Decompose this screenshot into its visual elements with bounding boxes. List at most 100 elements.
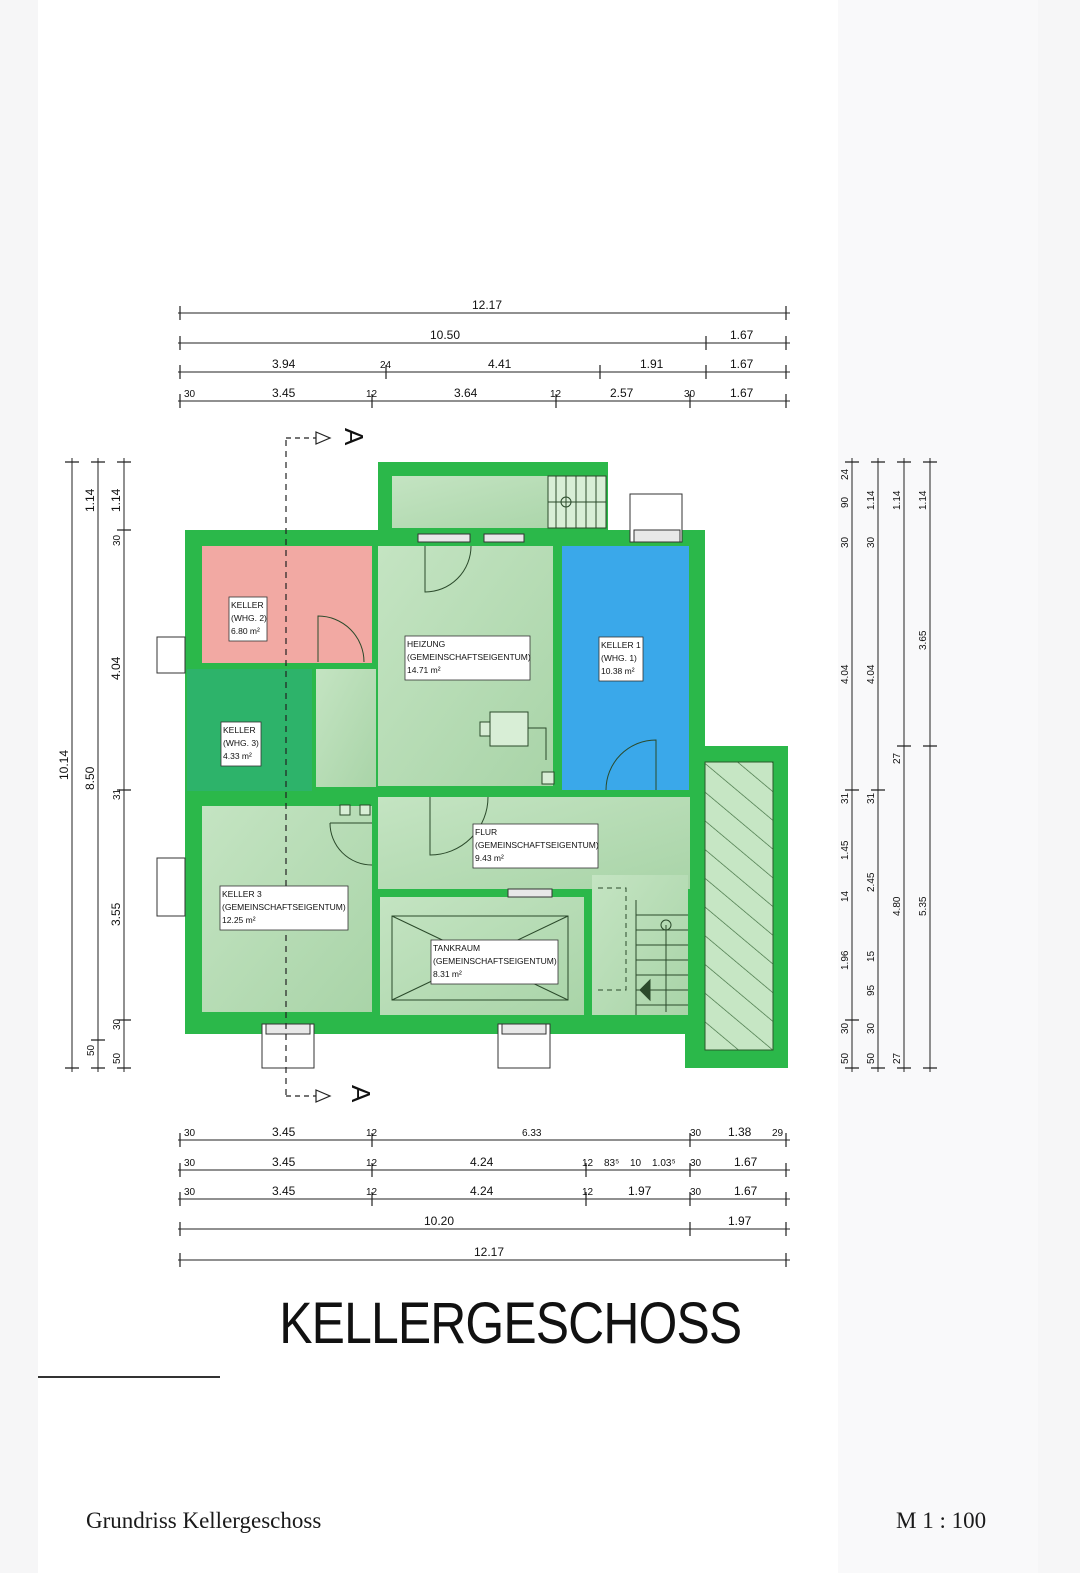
scale-label: M 1 : 100: [896, 1508, 987, 1533]
svg-text:KELLER: KELLER: [223, 725, 256, 735]
svg-text:4.24: 4.24: [470, 1155, 494, 1169]
svg-text:31: 31: [840, 792, 851, 804]
svg-text:1.97: 1.97: [628, 1184, 652, 1198]
svg-text:4.24: 4.24: [470, 1184, 494, 1198]
svg-text:30: 30: [690, 1158, 702, 1169]
svg-text:1.38: 1.38: [728, 1125, 752, 1139]
svg-text:6.33: 6.33: [522, 1128, 542, 1139]
svg-text:4.33 m²: 4.33 m²: [223, 751, 252, 761]
svg-text:10: 10: [630, 1158, 642, 1169]
svg-text:29: 29: [772, 1128, 784, 1139]
label-tankraum: TANKRAUM (GEMEINSCHAFTSEIGENTUM) 8.31 m²: [430, 939, 559, 985]
svg-text:1.67: 1.67: [730, 357, 754, 371]
svg-text:KELLER: KELLER: [231, 600, 264, 610]
svg-text:HEIZUNG: HEIZUNG: [407, 639, 445, 649]
svg-text:9.43 m²: 9.43 m²: [475, 853, 504, 863]
svg-text:10.38 m²: 10.38 m²: [601, 666, 635, 676]
svg-text:(GEMEINSCHAFTSEIGENTUM): (GEMEINSCHAFTSEIGENTUM): [407, 652, 531, 662]
svg-text:2.45: 2.45: [866, 872, 877, 892]
svg-text:TANKRAUM: TANKRAUM: [433, 943, 480, 953]
svg-text:3.45: 3.45: [272, 1155, 296, 1169]
svg-text:50: 50: [866, 1052, 877, 1064]
svg-text:30: 30: [184, 1158, 196, 1169]
svg-text:1.14: 1.14: [866, 490, 877, 510]
svg-text:1.67: 1.67: [734, 1155, 758, 1169]
svg-text:1.67: 1.67: [730, 328, 754, 342]
svg-text:24: 24: [380, 360, 392, 371]
label-keller-whg2: KELLER (WHG. 2) 6.80 m²: [228, 596, 268, 642]
svg-text:KELLER 3: KELLER 3: [222, 889, 262, 899]
svg-text:1.96: 1.96: [840, 950, 851, 970]
svg-text:3.45: 3.45: [272, 386, 296, 400]
svg-text:4.04: 4.04: [109, 656, 123, 680]
room-keller-whg2: [202, 546, 372, 663]
svg-text:1.67: 1.67: [734, 1184, 758, 1198]
svg-text:1.03⁵: 1.03⁵: [652, 1158, 676, 1169]
svg-text:30: 30: [690, 1187, 702, 1198]
label-heizung: HEIZUNG (GEMEINSCHAFTSEIGENTUM) 14.71 m²: [404, 635, 531, 681]
label-keller1: KELLER 1 (WHG. 1) 10.38 m²: [598, 636, 644, 682]
svg-text:1.14: 1.14: [918, 490, 929, 510]
svg-text:FLUR: FLUR: [475, 827, 497, 837]
room-labels: KELLER (WHG. 2) 6.80 m² HEIZUNG (GEMEINS…: [219, 596, 644, 985]
dimension-ticks: [65, 306, 937, 1267]
windows: [156, 493, 683, 1069]
svg-text:83⁵: 83⁵: [604, 1158, 619, 1169]
label-keller3: KELLER 3 (GEMEINSCHAFTSEIGENTUM) 12.25 m…: [219, 885, 349, 931]
svg-text:1.45: 1.45: [840, 840, 851, 860]
svg-text:3.65: 3.65: [918, 630, 929, 650]
svg-text:(GEMEINSCHAFTSEIGENTUM): (GEMEINSCHAFTSEIGENTUM): [475, 840, 599, 850]
svg-text:3.94: 3.94: [272, 357, 296, 371]
svg-text:30: 30: [866, 536, 877, 548]
svg-text:3.45: 3.45: [272, 1125, 296, 1139]
svg-text:12: 12: [366, 1187, 378, 1198]
svg-text:4.41: 4.41: [488, 357, 512, 371]
svg-text:2.57: 2.57: [610, 386, 634, 400]
room-hall-left: [316, 669, 376, 787]
svg-text:12: 12: [366, 389, 378, 400]
svg-text:31: 31: [866, 792, 877, 804]
svg-text:(WHG. 3): (WHG. 3): [223, 738, 259, 748]
light-shaft-hatched: [704, 761, 774, 1051]
svg-text:KELLER 1: KELLER 1: [601, 640, 641, 650]
footer-rule: [38, 1376, 220, 1378]
svg-text:4.04: 4.04: [866, 664, 877, 684]
svg-text:1.97: 1.97: [728, 1214, 752, 1228]
svg-text:50: 50: [112, 1052, 123, 1064]
svg-text:12: 12: [366, 1128, 378, 1139]
svg-text:30: 30: [112, 534, 123, 546]
svg-text:5.35: 5.35: [918, 896, 929, 916]
svg-text:3.64: 3.64: [454, 386, 478, 400]
svg-text:12.25 m²: 12.25 m²: [222, 915, 256, 925]
svg-text:1.91: 1.91: [640, 357, 664, 371]
svg-text:3.55: 3.55: [109, 902, 123, 926]
dimension-texts-right: 24 90 30 4.04 31 1.45 14 1.96 30 50 1.14…: [840, 468, 929, 1064]
svg-text:30: 30: [112, 1018, 123, 1030]
plan-details: [317, 475, 688, 1015]
svg-text:8.50: 8.50: [83, 766, 97, 790]
svg-text:12: 12: [366, 1158, 378, 1169]
svg-text:4.04: 4.04: [840, 664, 851, 684]
svg-text:(WHG. 2): (WHG. 2): [231, 613, 267, 623]
svg-text:(WHG. 1): (WHG. 1): [601, 653, 637, 663]
svg-text:90: 90: [840, 496, 851, 508]
svg-text:10.50: 10.50: [430, 328, 460, 342]
svg-text:30: 30: [184, 1128, 196, 1139]
section-label-bottom: A: [346, 1085, 376, 1103]
svg-text:30: 30: [840, 1022, 851, 1034]
section-line-a: [285, 431, 332, 1103]
svg-text:1.14: 1.14: [83, 488, 97, 512]
svg-text:30: 30: [184, 389, 196, 400]
svg-text:27: 27: [892, 752, 903, 764]
svg-text:12: 12: [582, 1187, 594, 1198]
dimension-texts-bottom: 30 3.45 12 6.33 30 1.38 29 30 3.45 12 4.…: [184, 1125, 784, 1259]
page-title: KELLERGESCHOSS: [279, 1291, 742, 1356]
svg-text:50: 50: [86, 1044, 97, 1056]
svg-text:14: 14: [840, 890, 851, 902]
svg-text:30: 30: [184, 1187, 196, 1198]
svg-text:14.71 m²: 14.71 m²: [407, 665, 441, 675]
dimension-lines: [71, 312, 931, 1261]
svg-text:30: 30: [684, 389, 696, 400]
svg-text:(GEMEINSCHAFTSEIGENTUM): (GEMEINSCHAFTSEIGENTUM): [222, 902, 346, 912]
svg-text:12: 12: [550, 389, 562, 400]
